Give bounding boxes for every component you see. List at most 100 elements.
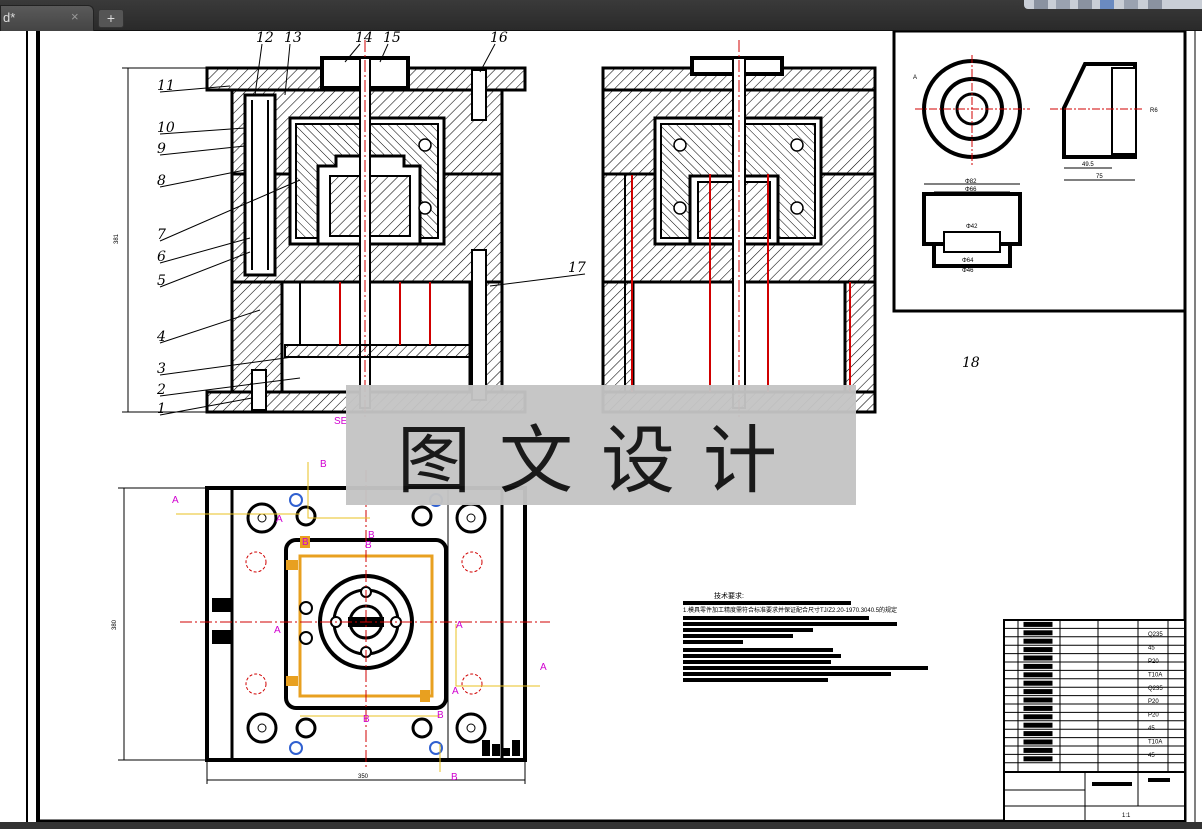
- section-mark-b-2: B: [302, 537, 309, 548]
- section-mark-a-left: A: [172, 495, 179, 506]
- save-icon[interactable]: [1124, 0, 1138, 9]
- balloon-12: 12: [256, 31, 274, 46]
- zoom-icon[interactable]: [1034, 0, 1048, 9]
- bom-name-cell: [1023, 731, 1053, 737]
- bom-material: P20: [1148, 699, 1159, 705]
- dim-part-46: Φ46: [962, 268, 974, 274]
- watermark: 图文设计: [346, 385, 856, 505]
- balloon-15: 15: [383, 31, 401, 46]
- document-tab-label: d*: [3, 10, 16, 25]
- bom-name-cell: [1023, 714, 1053, 720]
- section-mark-b-5: B: [365, 540, 372, 551]
- balloon-13: 13: [284, 31, 302, 46]
- balloon-1: 1: [157, 401, 166, 417]
- pan-icon[interactable]: [1056, 0, 1070, 9]
- bom-material: P20: [1148, 659, 1159, 665]
- dim-plan-width: 350: [358, 774, 369, 780]
- section-mark-b-3: B: [363, 714, 370, 725]
- bom-material: 45: [1148, 645, 1155, 651]
- bom-name-cell: [1023, 680, 1053, 686]
- bom-material: 45: [1148, 726, 1155, 732]
- section-view-left: 3 8 1: [114, 40, 527, 420]
- bom-name-cell: [1023, 747, 1053, 753]
- bom-name-cell: [1023, 630, 1053, 636]
- balloon-6: 6: [157, 249, 166, 265]
- section-mark-b-4: B: [437, 710, 444, 721]
- plan-view: 350 380: [112, 470, 550, 784]
- balloon-14: 14: [355, 31, 373, 46]
- section-mark-b-bottom: B: [451, 772, 458, 783]
- section-mark-b-top: B: [320, 459, 327, 470]
- balloon-18: 18: [962, 355, 980, 371]
- dim-part-r6: R6: [1150, 108, 1158, 114]
- bom-name-cell: [1023, 621, 1053, 627]
- part-balloons: 12 13 14 15 16 11 10 9 8 7 6 5 4 3 2 1 1…: [156, 31, 980, 417]
- new-tab-button[interactable]: +: [98, 9, 124, 28]
- balloon-16: 16: [490, 31, 508, 46]
- drawing-scale: 1:1: [1122, 813, 1131, 819]
- section-cut-marks: B A B A B A A B B A B B A SE: [172, 416, 547, 783]
- bom-name-cell: [1023, 647, 1053, 653]
- section-view-right: [601, 40, 877, 420]
- technical-requirements: 技术要求: 1.模具零件加工精度需符合标准要求并保证配合尺寸TJ/Z2.20-1…: [683, 591, 928, 682]
- balloon-10: 10: [157, 120, 175, 136]
- svg-text:A: A: [913, 75, 917, 81]
- dim-part-64: Φ64: [962, 258, 974, 264]
- bom-name-cell: [1023, 756, 1053, 762]
- dim-plan-height: 380: [112, 619, 118, 630]
- section-mark-a-2: A: [274, 625, 281, 636]
- balloon-3: 3: [157, 361, 166, 377]
- part-detail-view: A 75 49.5 R6 Φ82 Φ66 Φ42 Φ64 Φ46: [892, 31, 1187, 313]
- bom-name-cell: [1023, 663, 1053, 669]
- balloon-5: 5: [157, 273, 166, 289]
- print-icon[interactable]: [1100, 0, 1114, 9]
- section-mark-a-1: A: [276, 514, 283, 525]
- dim-part-82: Φ82: [965, 179, 977, 185]
- bom-name-cell: [1023, 739, 1053, 745]
- export-icon[interactable]: [1148, 0, 1162, 9]
- watermark-text: 图文设计: [397, 418, 805, 504]
- dim-section-height: 381: [114, 233, 120, 244]
- tech-req-line1: 1.模具零件加工精度需符合标准要求并保证配合尺寸TJ/Z2.20-1970.30…: [683, 606, 897, 614]
- bom-name-cell: [1023, 697, 1053, 703]
- layers-icon[interactable]: [1078, 0, 1092, 9]
- cad-drawing: 3 8 1 12 13 14 15 16 11 10 9 8 7 6 5 4 3 2…: [26, 31, 1196, 822]
- dim-part-66: Φ66: [965, 187, 977, 193]
- dim-part-49: 49.5: [1082, 162, 1094, 168]
- bom-material: Q235: [1148, 686, 1163, 692]
- balloon-2: 2: [156, 382, 166, 398]
- bom-material: P20: [1148, 713, 1159, 719]
- quick-toolbar: [1024, 0, 1202, 9]
- tech-req-title: 技术要求:: [714, 591, 744, 600]
- document-tab[interactable]: d* ×: [0, 5, 94, 31]
- bom-name-cell: [1023, 655, 1053, 661]
- bom-material: T10A: [1148, 740, 1162, 746]
- bom-name-cell: [1023, 722, 1053, 728]
- section-mark-a-4: A: [452, 686, 459, 697]
- bom-material: T10A: [1148, 672, 1162, 678]
- bom-name-cell: [1023, 689, 1053, 695]
- drawing-canvas[interactable]: 3 8 1 12 13 14 15 16 11 10 9 8 7 6 5 4 3 2…: [0, 31, 1202, 822]
- bom-name-cell: [1023, 672, 1053, 678]
- dim-part-42: Φ42: [966, 224, 978, 230]
- title-bar: d* × +: [0, 0, 1202, 31]
- status-bar: [0, 822, 1202, 829]
- balloon-8: 8: [157, 173, 166, 189]
- cooling-holes: [418, 138, 804, 215]
- bom-name-cell: [1023, 638, 1053, 644]
- dim-part-75: 75: [1096, 174, 1103, 180]
- section-mark-a-3: A: [456, 620, 463, 631]
- section-label: SE: [334, 416, 348, 427]
- balloon-7: 7: [157, 227, 166, 243]
- close-icon[interactable]: ×: [71, 9, 79, 24]
- balloon-9: 9: [157, 141, 166, 157]
- bom-material: Q235: [1148, 632, 1163, 638]
- section-mark-a-right: A: [540, 662, 547, 673]
- bom-name-cell: [1023, 705, 1053, 711]
- section-mark-b-1: B: [368, 530, 375, 541]
- bom-material: 45: [1148, 753, 1155, 759]
- balloon-17: 17: [568, 260, 586, 276]
- balloon-11: 11: [157, 78, 175, 94]
- balloon-4: 4: [156, 329, 166, 345]
